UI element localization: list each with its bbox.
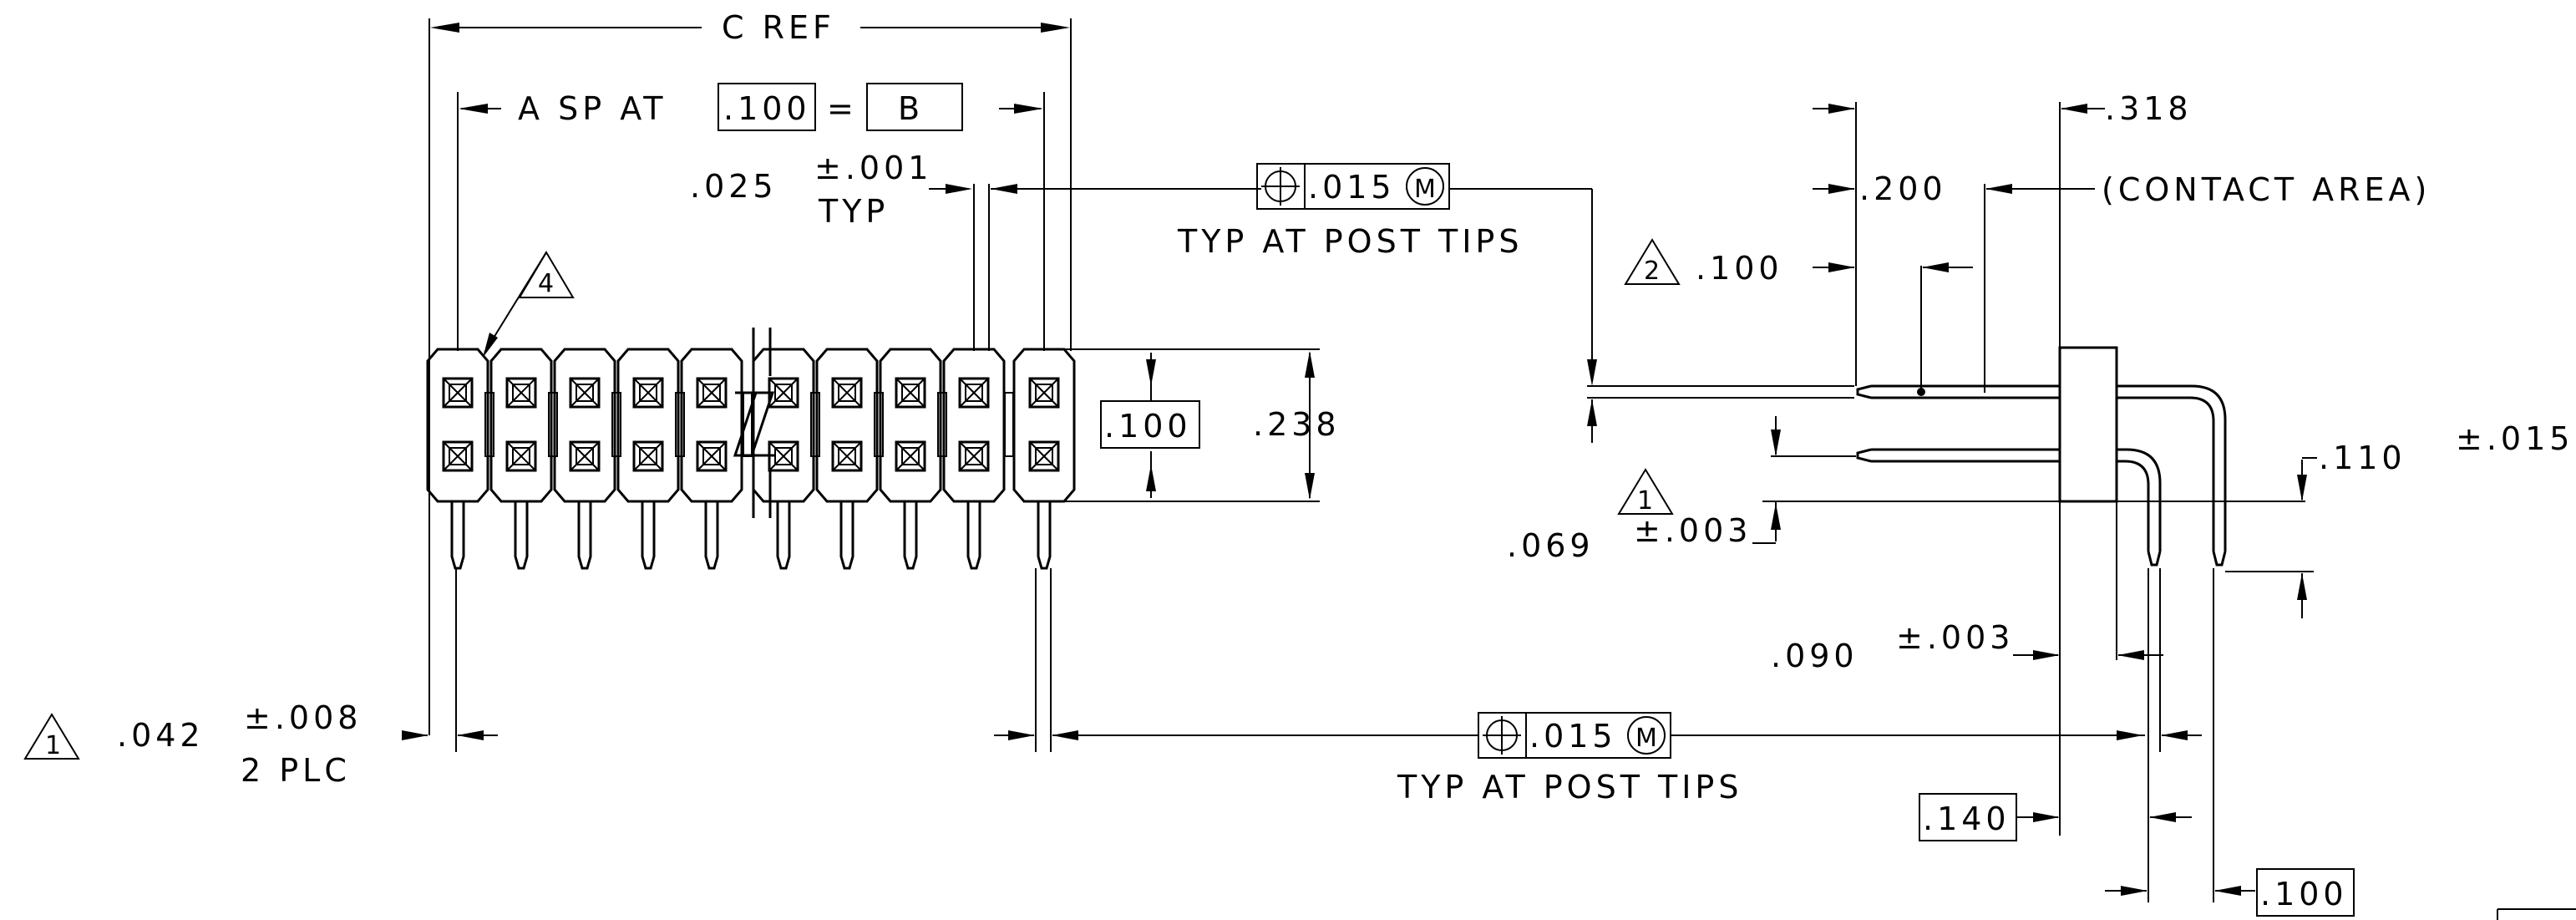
dim-110-tolerance: ±.015 (2456, 420, 2573, 457)
gdt-bottom-caption: TYP AT POST TIPS (1397, 769, 1742, 806)
b-box-value: B (898, 90, 924, 127)
post-tip (903, 501, 918, 570)
front-view-pins (450, 501, 1052, 570)
post-tip (776, 501, 791, 570)
dim-a-spacing: A SP AT .100 = B (457, 83, 1045, 351)
post-width-typ: TYP (818, 193, 889, 230)
dim-row-pitch: .100 (1056, 348, 1200, 502)
housing-cell (553, 348, 616, 503)
housing-cell (680, 348, 743, 503)
dim-post-width: .025 ±.001 TYP (690, 150, 1597, 386)
post-tip (704, 501, 719, 570)
note-4-callout: 4 (483, 251, 575, 358)
dim-318-value: .318 (2105, 90, 2193, 127)
housing-cell (815, 348, 879, 503)
gdt-frame-top: .015 M TYP AT POST TIPS (1177, 163, 1523, 260)
post-tip (966, 501, 981, 570)
note-2-number: 2 (1644, 257, 1660, 286)
gdt-frame-bottom: .015 M TYP AT POST TIPS (994, 568, 2145, 806)
dim-140-box-value: .140 (1923, 801, 2011, 837)
gdt-top-modifier: M (1414, 175, 1436, 204)
contact-area-label: (CONTACT AREA) (2102, 171, 2431, 208)
dim-100-box-bottom-value: .100 (2260, 876, 2348, 912)
dim-238-value: .238 (1253, 406, 1341, 443)
gdt-bottom-modifier: M (1635, 724, 1657, 753)
row-pitch-box-value: .100 (1104, 408, 1192, 445)
dim-042-tolerance: ±.008 (244, 699, 362, 736)
dim-042-2plc: 2 PLC (241, 752, 351, 789)
dim-238: .238 (1078, 348, 1341, 502)
dim-110-value: .110 (2319, 440, 2406, 476)
dim-200-value: .200 (1859, 170, 1947, 207)
post-tip (839, 501, 854, 570)
note-1-bottom-number: 1 (45, 731, 61, 760)
gdt-bottom-value: .015 (1529, 718, 1617, 755)
dim-100-side-value: .100 (1696, 250, 1783, 287)
housing-cell (489, 348, 553, 503)
post-tip (450, 501, 465, 570)
c-ref-label: C REF (722, 9, 835, 46)
dim-069-tolerance: ±.003 (1634, 512, 1752, 549)
post-tip (577, 501, 592, 570)
front-view-housing (426, 348, 1076, 503)
a-sp-at-label: A SP AT (518, 90, 667, 127)
housing-cell (616, 348, 680, 503)
break-mark (733, 328, 775, 518)
dim-090-value: .090 (1771, 638, 1858, 674)
dim-042-value: .042 (117, 717, 205, 754)
dim-c-ref: C REF (428, 9, 1072, 735)
post-width-tolerance: ±.001 (814, 150, 932, 186)
housing-cell (942, 348, 1006, 503)
post-width-value: .025 (690, 168, 778, 205)
dim-090-tolerance: ±.003 (1896, 619, 2014, 656)
pitch-box-value: .100 (723, 90, 811, 127)
post-tip (514, 501, 529, 570)
side-view-part (1856, 346, 2227, 567)
title-block-corner (2497, 908, 2576, 920)
gdt-top-caption: TYP AT POST TIPS (1177, 223, 1523, 260)
side-view-dimensions: .318 .200 2 .100 (CONTACT AREA) (1507, 90, 2573, 917)
note-4-number: 4 (538, 269, 554, 298)
note-1-mid-number: 1 (1637, 486, 1653, 516)
equals-sign: = (827, 90, 858, 127)
housing-cell (426, 348, 489, 503)
housing-cell (752, 348, 815, 503)
housing-cell (1012, 348, 1076, 503)
gdt-top-value: .015 (1308, 169, 1396, 206)
post-tip (641, 501, 656, 570)
post-tip (1037, 501, 1052, 570)
housing-cell (879, 348, 942, 503)
dim-042: 1 .042 ±.008 2 PLC (23, 568, 498, 789)
dim-069-value: .069 (1507, 527, 1595, 564)
